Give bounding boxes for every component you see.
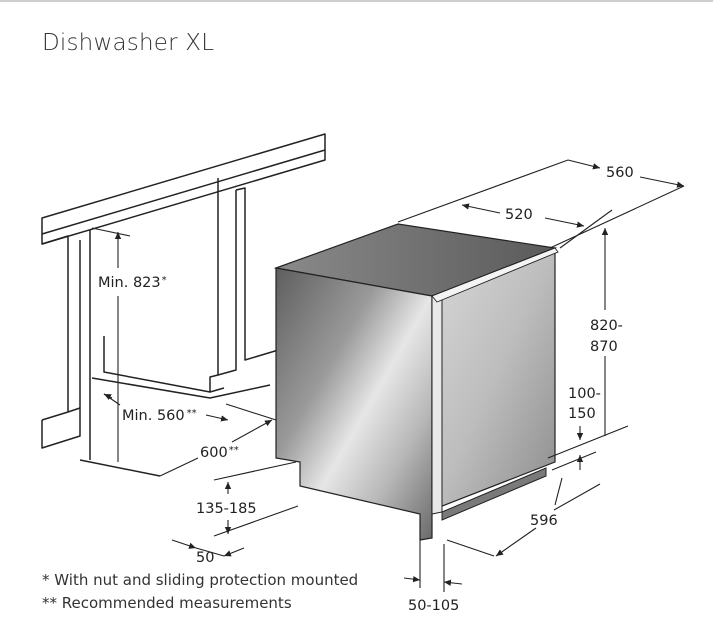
label-plinth-top: 100-	[568, 386, 601, 402]
footnote-single-asterisk: * With nut and sliding protection mounte…	[42, 571, 359, 589]
dim-line-560	[397, 159, 569, 223]
dim-line-door-offset	[403, 575, 421, 583]
label-width-560: 560	[606, 165, 634, 181]
footnote-double-asterisk: ** Recommended measurements	[42, 594, 292, 612]
dim-line-600	[159, 457, 199, 477]
label-depth-596: 596	[530, 513, 558, 529]
label-height-bottom: 870	[590, 339, 618, 355]
label-width-520: 520	[505, 207, 533, 223]
label-height-top: 820-	[590, 318, 623, 334]
label-toe-height: 135-185	[196, 501, 257, 517]
dim-line-toe-depth	[171, 539, 197, 549]
page-title: Dishwasher XL	[42, 30, 215, 56]
dim-line-520	[461, 203, 501, 214]
dim-line-596	[554, 477, 563, 506]
kitchen-niche	[41, 133, 326, 477]
dishwasher-body	[273, 223, 559, 541]
label-toe-depth: 50	[196, 550, 214, 566]
dimension-lines	[91, 159, 685, 592]
label-door-offset: 50-105	[408, 598, 459, 614]
label-niche-depth: Min. 560**	[122, 408, 197, 424]
label-plinth-bottom: 150	[568, 406, 596, 422]
label-niche-height: Min. 823*	[98, 275, 167, 291]
top-rule	[0, 0, 713, 2]
label-niche-width: 600**	[200, 445, 239, 461]
